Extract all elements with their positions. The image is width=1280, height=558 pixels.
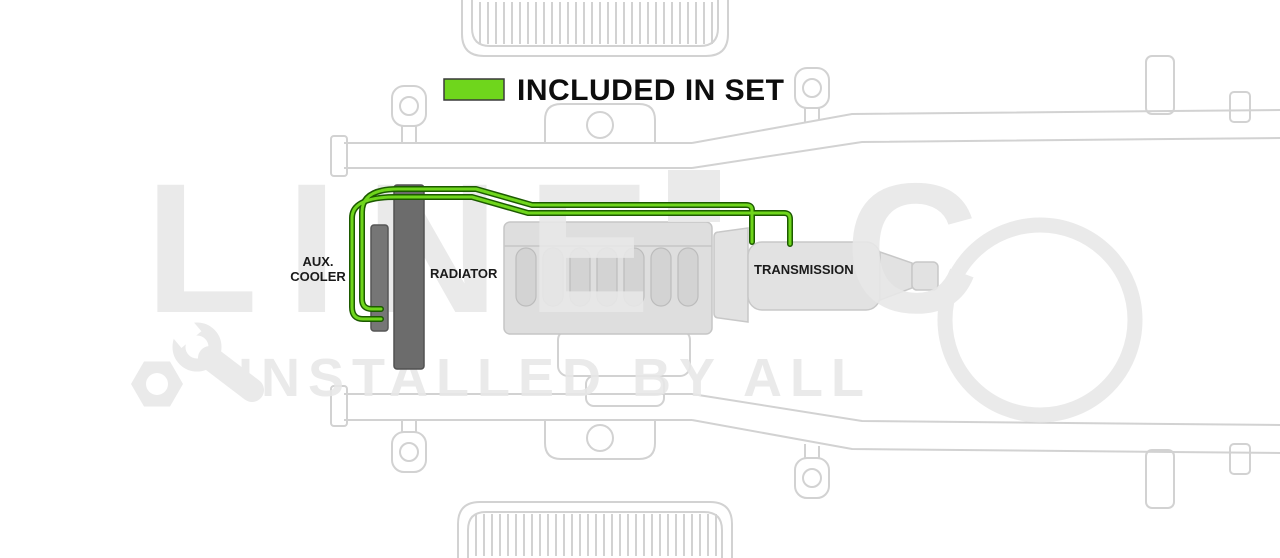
- aux-cooler: [370, 224, 389, 332]
- cooler-line-upper: [360, 187, 754, 311]
- top-tire: [461, 0, 729, 57]
- mount-brackets: [391, 55, 1251, 509]
- bottom-tire-tread: [475, 514, 717, 556]
- legend-swatch: [443, 78, 505, 101]
- crossmember-mounts: [544, 103, 656, 460]
- engine-block: [503, 221, 713, 335]
- aux-cooler-label-line1: AUX.: [302, 254, 333, 269]
- legend-label: INCLUDED IN SET: [517, 74, 785, 107]
- cooler-line-lower: [350, 195, 792, 321]
- part-labels: AUX. COOLER RADIATOR TRANSMISSION: [290, 254, 853, 284]
- bottom-tire: [457, 501, 733, 558]
- watermark-tagline: INSTALLED BY ALL: [238, 348, 872, 408]
- transmission-label: TRANSMISSION: [754, 262, 854, 277]
- watermark-brand-c: C: [845, 146, 979, 352]
- wrench-icon: [131, 315, 264, 407]
- watermark-ring: [937, 217, 1143, 423]
- watermark: LINE C INSTALLED BY ALL: [131, 146, 1143, 423]
- top-tire-tread: [479, 2, 713, 44]
- aux-cooler-label-line2: COOLER: [290, 269, 346, 284]
- chassis-outline: [330, 0, 1280, 558]
- radiator-label: RADIATOR: [430, 266, 498, 281]
- transmission-body: [713, 227, 939, 323]
- legend: INCLUDED IN SET: [443, 74, 785, 107]
- engine-ribs: [515, 247, 699, 307]
- cooler-lines: [349, 186, 793, 322]
- radiator: [393, 184, 425, 370]
